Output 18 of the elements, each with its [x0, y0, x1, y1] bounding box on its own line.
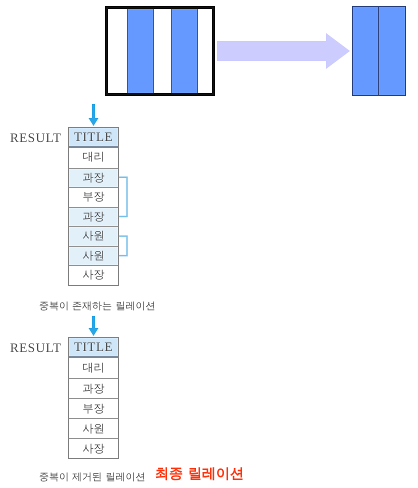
duplicate-bracket	[118, 176, 128, 218]
relation-name: RESULT	[10, 130, 62, 146]
striped-box	[352, 6, 406, 96]
table-description: 중복이 존재하는 릴레이션	[39, 300, 156, 313]
arrow	[88, 104, 98, 126]
data-cell: 사원	[69, 226, 118, 246]
data-cell: 사원	[69, 246, 118, 266]
header-cell: TITLE	[69, 128, 118, 148]
arrow	[88, 316, 98, 336]
data-cell: 과장	[69, 168, 118, 188]
striped-box	[105, 6, 215, 96]
relation-name: RESULT	[10, 340, 62, 356]
data-cell: 과장	[69, 206, 118, 226]
header-cell: TITLE	[69, 338, 118, 358]
duplicate-bracket	[118, 235, 128, 256]
table-description: 중복이 제거된 릴레이션	[39, 471, 146, 484]
block-arrow	[217, 33, 350, 69]
emphasis-note: 최종 릴레이션	[155, 465, 244, 483]
